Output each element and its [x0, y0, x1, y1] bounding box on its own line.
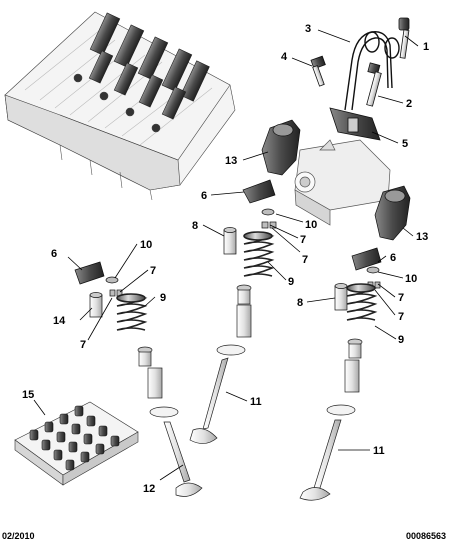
callout-3: 3 [305, 23, 311, 35]
callout-labels: 1 2 3 4 5 13 6 8 10 7 7 9 11 13 6 10 7 8… [22, 23, 429, 495]
callout-7-right-a: 7 [398, 292, 404, 304]
callout-10-mid: 10 [305, 219, 317, 231]
callout-8-mid: 8 [192, 220, 198, 232]
spring-9-mid [243, 231, 275, 277]
callout-6-mid: 6 [201, 190, 207, 202]
callout-10-right: 10 [405, 273, 417, 285]
lifter-14 [89, 292, 103, 318]
callout-2: 2 [406, 98, 412, 110]
rocker-arm-13-left [261, 119, 301, 176]
callout-7-right-b: 7 [398, 311, 404, 323]
rocker-6-left [74, 261, 105, 285]
callout-1: 1 [423, 41, 429, 53]
callout-5: 5 [402, 138, 408, 150]
rocker-6-right [351, 247, 382, 271]
callout-15: 15 [22, 389, 34, 401]
callout-7-left-b: 7 [80, 339, 86, 351]
callout-11-mid: 11 [250, 396, 262, 408]
spring-9-right [346, 283, 378, 321]
valve-keepers-and-caps [105, 208, 381, 297]
lifter-8-mid [223, 227, 237, 255]
callout-11-right: 11 [373, 445, 385, 457]
leader-lines [33, 29, 419, 481]
callout-4: 4 [281, 51, 288, 63]
callout-13-upper: 13 [225, 155, 237, 167]
rocker-6-mid [242, 179, 276, 204]
callout-9-mid: 9 [288, 276, 294, 288]
rocker-arm-13-right [374, 185, 411, 241]
callout-7-left-a: 7 [150, 265, 156, 277]
spring-9-left [116, 293, 148, 331]
cylinder-head [4, 11, 236, 201]
valve-assembly-right [299, 338, 363, 501]
callout-10-left: 10 [140, 239, 152, 251]
callout-7-mid-b: 7 [302, 254, 308, 266]
wire-clip [344, 31, 400, 111]
valve-assembly-mid [189, 284, 252, 444]
support-block [294, 139, 391, 226]
callout-6-left: 6 [51, 248, 57, 260]
callout-6-right: 6 [390, 252, 396, 264]
callout-14: 14 [53, 315, 66, 327]
lifter-8-right [334, 283, 348, 311]
callout-7-mid-a: 7 [300, 234, 306, 246]
footer-reference: 00086563 [405, 531, 446, 541]
bolt-small [310, 55, 326, 87]
callout-9-left: 9 [160, 292, 166, 304]
pin [366, 62, 382, 107]
valve-assembly-left [137, 346, 203, 497]
callout-8-right: 8 [297, 297, 303, 309]
callout-12: 12 [143, 483, 155, 495]
seal-kit [14, 401, 139, 486]
callout-9-right: 9 [398, 334, 404, 346]
bracket [329, 107, 381, 141]
footer-date: 02/2010 [2, 531, 35, 541]
callout-13-lower: 13 [416, 231, 428, 243]
